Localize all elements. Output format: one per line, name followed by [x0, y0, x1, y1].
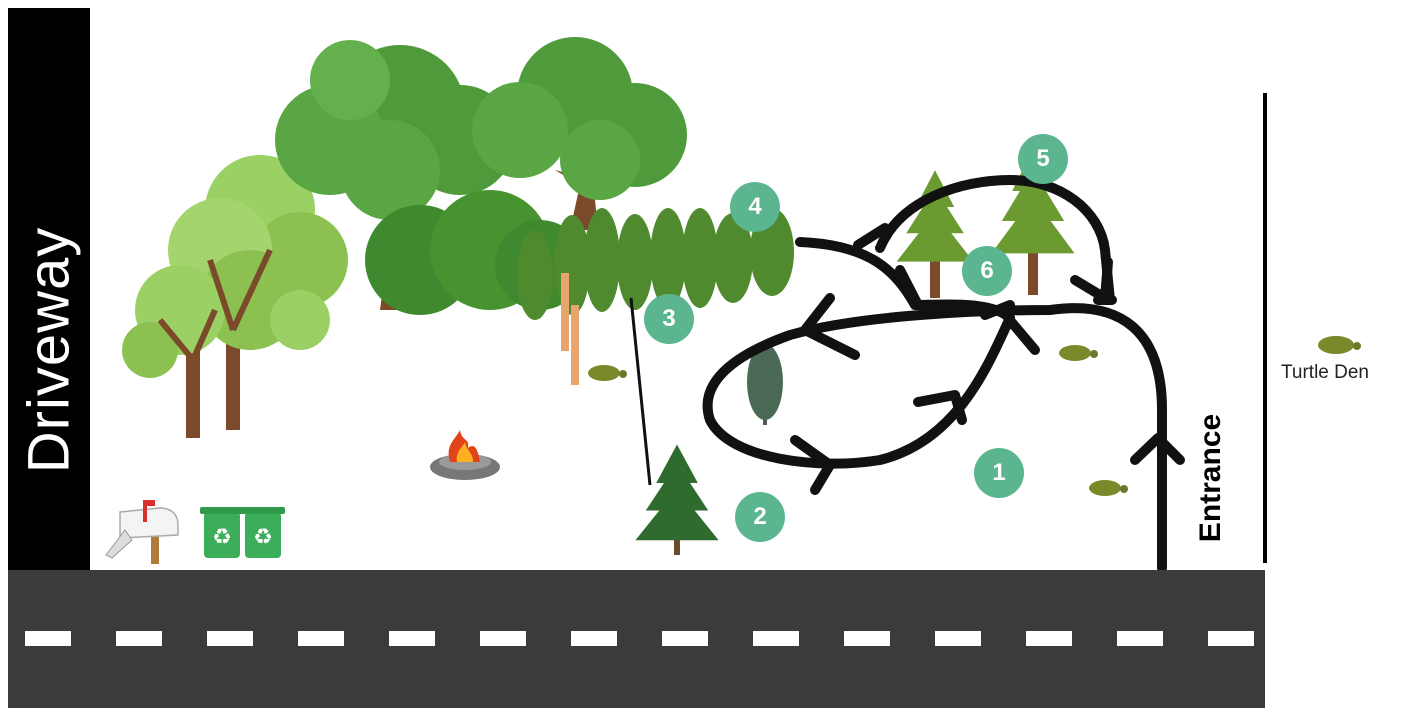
road-dash — [298, 631, 344, 646]
recycle-bin-icon: ♻ — [200, 507, 244, 558]
road-dash — [480, 631, 526, 646]
turtle-icon — [588, 365, 627, 381]
deciduous-tree-icon — [122, 155, 348, 438]
road-dash — [1208, 631, 1254, 646]
road-dash — [753, 631, 799, 646]
road-dash — [1117, 631, 1163, 646]
turtle-icon — [1089, 480, 1128, 496]
road-dash — [116, 631, 162, 646]
road-dash — [207, 631, 253, 646]
marker-4[interactable]: 4 — [730, 182, 780, 232]
road-dash — [1026, 631, 1072, 646]
road-dash — [571, 631, 617, 646]
driveway-label: Driveway — [16, 227, 83, 474]
campfire-icon — [430, 430, 500, 480]
marker-5[interactable]: 5 — [1018, 134, 1068, 184]
turtle-icon — [1059, 345, 1098, 361]
marker-1[interactable]: 1 — [974, 448, 1024, 498]
road-dash — [389, 631, 435, 646]
road — [8, 570, 1265, 708]
turtle-den-label: Turtle Den — [1281, 362, 1369, 384]
recycle-bin-icon: ♻ — [241, 507, 285, 558]
marker-2[interactable]: 2 — [735, 492, 785, 542]
svg-text:♻: ♻ — [253, 525, 273, 550]
road-dash — [25, 631, 71, 646]
road-dash — [662, 631, 708, 646]
svg-text:♻: ♻ — [212, 525, 232, 550]
mailbox-icon — [106, 500, 178, 564]
boundary-line — [1263, 93, 1267, 563]
entrance-label: Entrance — [1194, 414, 1228, 542]
road-dash — [844, 631, 890, 646]
turtle-icon — [1318, 336, 1361, 354]
marker-3[interactable]: 3 — [644, 294, 694, 344]
road-dash — [935, 631, 981, 646]
marker-6[interactable]: 6 — [962, 246, 1012, 296]
